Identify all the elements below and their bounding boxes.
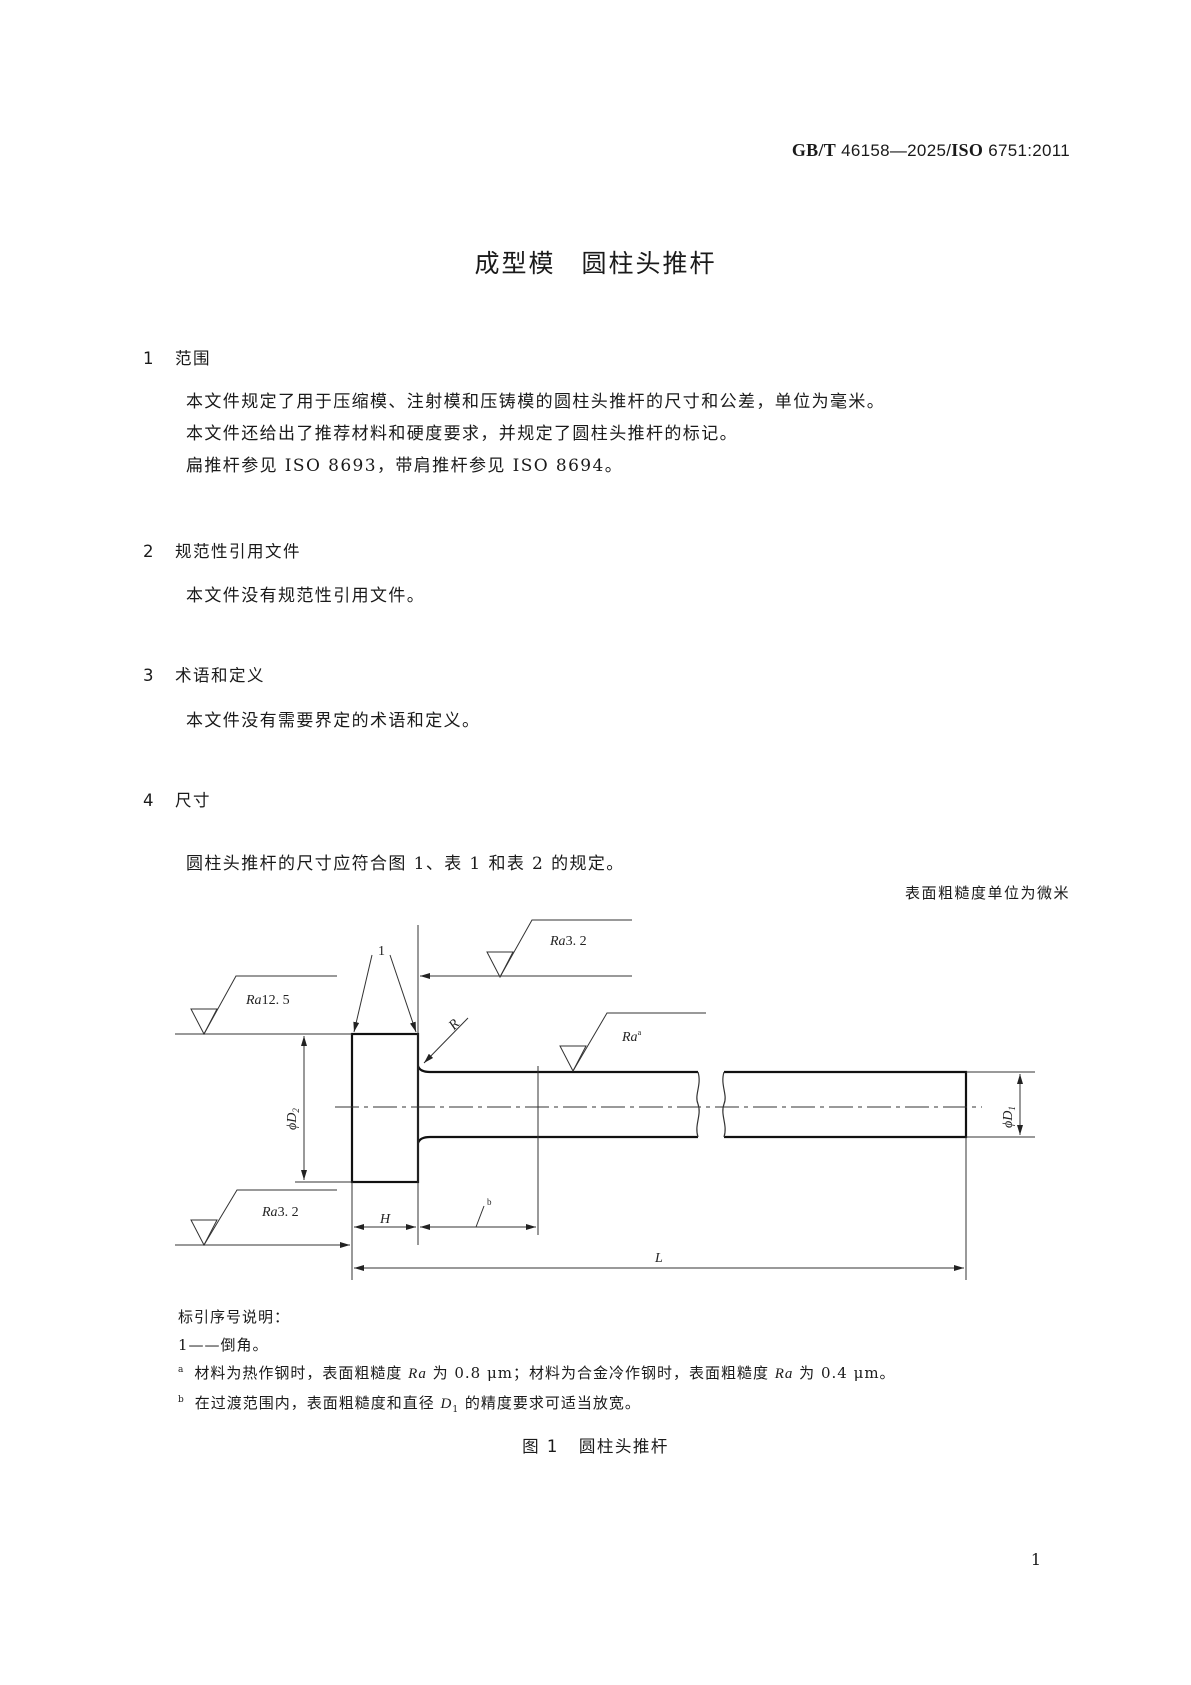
pin-head-outline: [350, 1032, 420, 1184]
ejector-pin-drawing: 1 Ra3. 2 Ra12. 5 Raa Ra3. 2 R ϕD2 ϕD1 H …: [175, 919, 1035, 1280]
title-part2: 圆柱头推杆: [581, 249, 717, 278]
radius-label: R: [446, 1016, 464, 1034]
section-4-body: 圆柱头推杆的尺寸应符合图 1、表 1 和表 2 的规定。: [186, 848, 625, 880]
ra-head-bottom-label: Ra3. 2: [261, 1205, 299, 1220]
ra-head-top-label: Ra12. 5: [245, 993, 290, 1008]
paragraph: 本文件还给出了推荐材料和硬度要求，并规定了圆柱头推杆的标记。: [186, 424, 738, 444]
caption-title: 圆柱头推杆: [578, 1437, 669, 1456]
ra-top-label: Ra3. 2: [549, 934, 587, 949]
page-number: 1: [1030, 1550, 1041, 1569]
section-3-body: 本文件没有需要界定的术语和定义。: [186, 705, 480, 737]
paragraph: 圆柱头推杆的尺寸应符合图 1、表 1 和表 2 的规定。: [186, 854, 625, 874]
legend-title: 标引序号说明：: [178, 1308, 291, 1326]
title-part1: 成型模: [474, 249, 556, 278]
paragraph: 本文件没有需要界定的术语和定义。: [186, 711, 481, 731]
paragraph: 本文件没有规范性引用文件。: [186, 586, 426, 606]
b-label: b: [487, 1197, 492, 1207]
document-title: 成型模圆柱头推杆: [0, 244, 1191, 280]
paragraph: 扁推杆参见 ISO 8693，带肩推杆参见 ISO 8694。: [186, 456, 624, 476]
standard-code: GB/T 46158—2025/ISO 6751:2011: [792, 140, 1070, 161]
ra-shank-label: Raa: [621, 1028, 642, 1045]
h-label: H: [379, 1212, 391, 1227]
section-2-body: 本文件没有规范性引用文件。: [186, 580, 425, 612]
section-1-body: 本文件规定了用于压缩模、注射模和压铸模的圆柱头推杆的尺寸和公差，单位为毫米。 本…: [186, 386, 885, 482]
d1-label: ϕD1: [1001, 1106, 1017, 1128]
roughness-unit-note: 表面粗糙度单位为微米: [904, 884, 1070, 902]
figure-legend: 标引序号说明： 1——倒角。: [178, 1303, 290, 1359]
callout-1-label: 1: [378, 944, 385, 959]
iso-number: 6751:2011: [988, 141, 1070, 160]
caption-number: 图 1: [522, 1437, 559, 1456]
figure-caption: 图 1 圆柱头推杆: [0, 1433, 1191, 1457]
l-label: L: [654, 1251, 663, 1266]
standard-prefix: GB/T: [791, 140, 837, 160]
d2-label: ϕD2: [285, 1108, 301, 1130]
legend-item: 1——倒角。: [178, 1336, 269, 1354]
iso-prefix: ISO: [951, 140, 984, 160]
standard-number: 46158—2025/: [841, 141, 952, 160]
paragraph: 本文件规定了用于压缩模、注射模和压铸模的圆柱头推杆的尺寸和公差，单位为毫米。: [186, 392, 886, 412]
